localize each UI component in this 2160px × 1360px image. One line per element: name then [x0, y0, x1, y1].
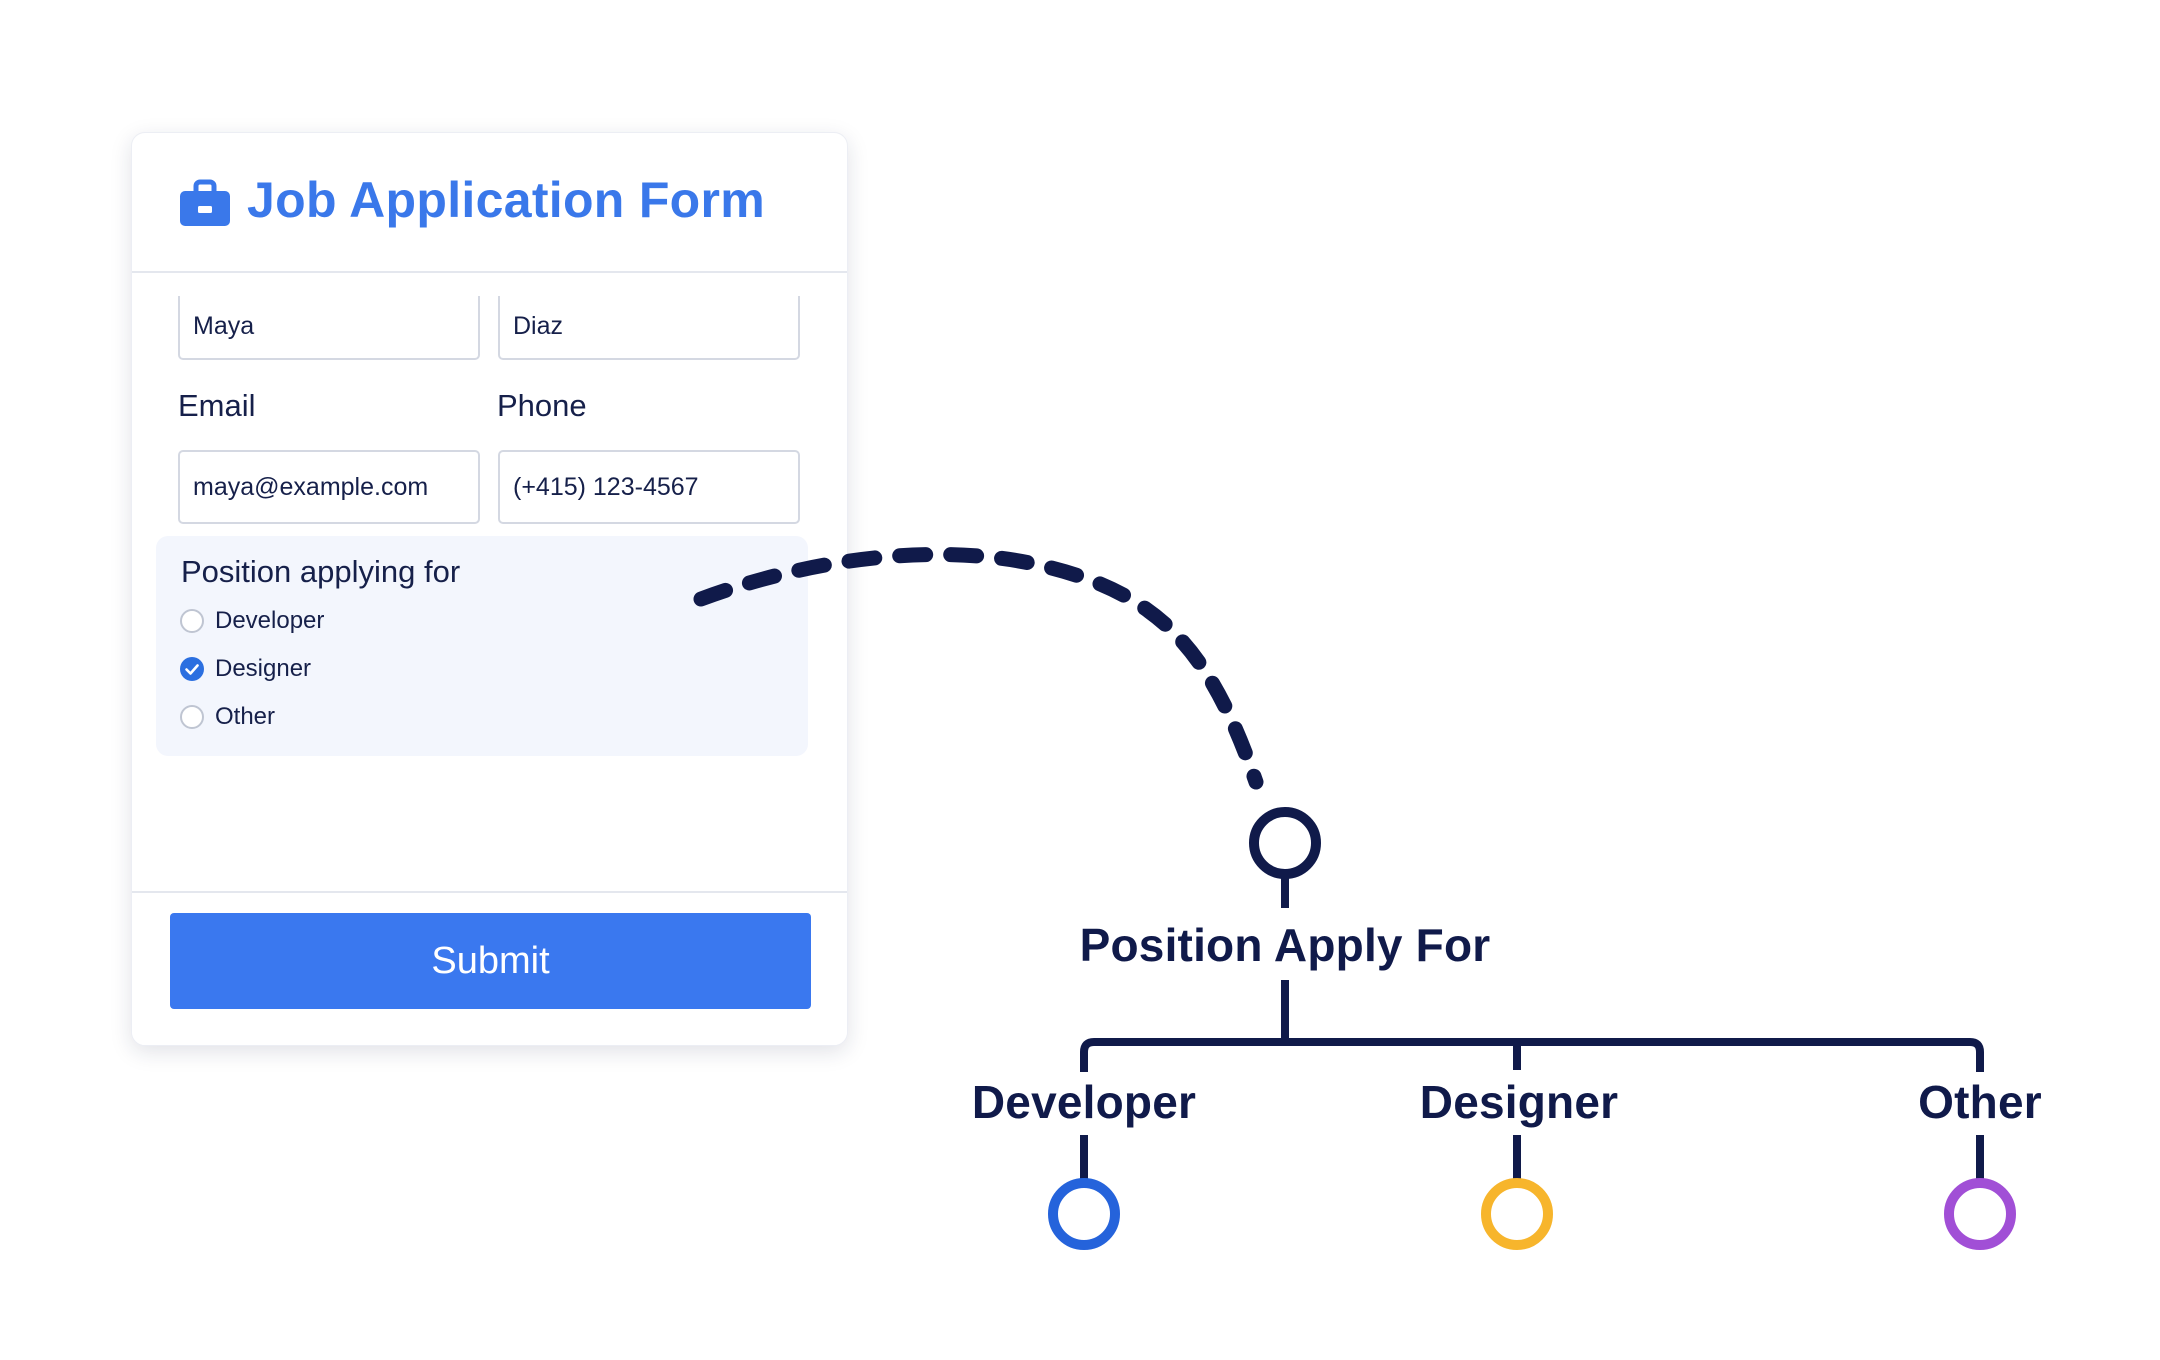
- form-scroll-area[interactable]: Maya Diaz Email Phone maya@example.com (…: [132, 273, 847, 1023]
- radio-developer[interactable]: [180, 609, 204, 633]
- tree-branch-other-label: Other: [1918, 1076, 2042, 1128]
- position-label: Position applying for: [181, 554, 461, 589]
- briefcase-icon: [180, 179, 230, 226]
- last-name-input[interactable]: Diaz: [498, 296, 800, 360]
- form-header: Job Application Form: [132, 133, 847, 273]
- option-label: Designer: [215, 655, 312, 682]
- phone-input[interactable]: (+415) 123-4567: [498, 450, 800, 524]
- option-designer[interactable]: Designer: [180, 654, 311, 684]
- position-fieldset: Position applying for Developer Designer…: [156, 536, 808, 756]
- email-label: Email: [178, 388, 256, 423]
- checkmark-icon: [185, 664, 199, 675]
- dashed-connector: [693, 547, 1264, 790]
- form-title: Job Application Form: [247, 172, 766, 228]
- root-node: [1249, 807, 1321, 879]
- leaf-node-developer: [1048, 1178, 1120, 1250]
- form-footer: Submit: [132, 891, 847, 1045]
- phone-label: Phone: [497, 388, 587, 423]
- tree-root-label: Position Apply For: [1079, 919, 1491, 971]
- option-label: Developer: [215, 607, 325, 634]
- leaf-node-other: [1944, 1178, 2016, 1250]
- option-label: Other: [215, 703, 276, 730]
- option-developer[interactable]: Developer: [180, 606, 324, 636]
- radio-other[interactable]: [180, 705, 204, 729]
- option-other[interactable]: Other: [180, 702, 275, 732]
- leaf-node-designer: [1481, 1178, 1553, 1250]
- email-input[interactable]: maya@example.com: [178, 450, 480, 524]
- radio-designer[interactable]: [180, 657, 204, 681]
- branch-bar: [1080, 1038, 1984, 1072]
- tree-branch-developer-label: Developer: [971, 1076, 1197, 1128]
- tree-branch-designer-label: Designer: [1419, 1076, 1619, 1128]
- first-name-input[interactable]: Maya: [178, 296, 480, 360]
- submit-button[interactable]: Submit: [170, 913, 811, 1009]
